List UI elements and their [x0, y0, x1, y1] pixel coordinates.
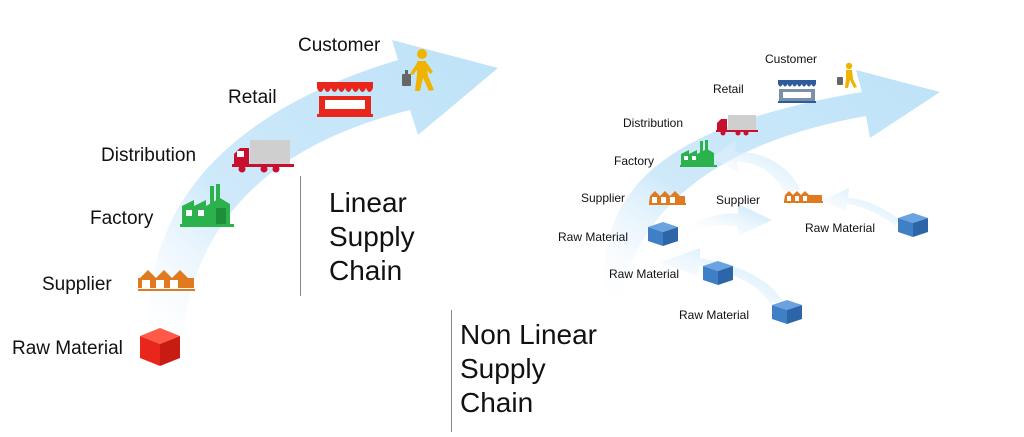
nonlinear-title-line-3: Chain: [460, 387, 534, 418]
raw-material-box-icon: [140, 328, 180, 366]
distribution-truck-icon: [232, 140, 294, 173]
nl-factory-icon: [680, 140, 717, 167]
nl-retail-store-icon: [778, 80, 816, 103]
nl-customer-walking-person-icon: [837, 62, 857, 88]
raw-material-label: Raw Material: [12, 338, 123, 359]
linear-divider: [300, 176, 301, 296]
raw-material-link-arrow: [660, 248, 782, 304]
raw-to-supplier-arrow: [690, 204, 772, 236]
factory-label: Factory: [90, 208, 154, 229]
nonlinear-title: Non Linear Supply Chain: [460, 318, 597, 420]
nl-distribution-label: Distribution: [623, 116, 684, 130]
nl-raw-material-c-label: Raw Material: [679, 308, 750, 322]
customer-walking-person-icon: [402, 49, 434, 91]
nl-raw-material-b-box-icon: [703, 261, 733, 285]
nl-raw-material-a-label: Raw Material: [558, 230, 629, 244]
nl-raw-material-c-box-icon: [772, 300, 802, 324]
nl-customer-label: Customer: [765, 52, 818, 66]
supplier-label: Supplier: [42, 274, 112, 295]
nl-supplier-b-label: Supplier: [716, 193, 761, 207]
nl-raw-material-d-box-icon: [898, 213, 928, 237]
nl-distribution-truck-icon: [716, 115, 758, 136]
nonlinear-divider: [451, 310, 452, 432]
nonlinear-title-line-1: Non Linear: [460, 319, 597, 350]
nl-supplier-a-warehouse-icon: [649, 191, 686, 205]
nl-retail-label: Retail: [713, 82, 744, 96]
supplier-to-factory-arrow: [712, 140, 800, 192]
supplier-warehouse-icon: [138, 270, 195, 291]
linear-title-line-2: Supply: [329, 221, 415, 252]
retail-store-icon: [317, 82, 373, 117]
nl-raw-material-a-box-icon: [648, 222, 678, 246]
raw-to-supplier-b-arrow: [822, 188, 900, 226]
nonlinear-main-flow-arrow: [604, 70, 940, 300]
retail-label: Retail: [228, 87, 277, 108]
linear-title: Linear Supply Chain: [329, 186, 415, 288]
customer-label: Customer: [298, 35, 381, 56]
nl-factory-label: Factory: [614, 154, 655, 168]
nl-supplier-b-warehouse-icon: [784, 191, 823, 203]
nonlinear-title-line-2: Supply: [460, 353, 546, 384]
linear-title-line-3: Chain: [329, 255, 403, 286]
nl-raw-material-d-label: Raw Material: [805, 221, 876, 235]
factory-icon: [180, 184, 234, 227]
nl-supplier-a-label: Supplier: [581, 191, 626, 205]
nl-raw-material-b-label: Raw Material: [609, 267, 680, 281]
distribution-label: Distribution: [101, 145, 197, 166]
linear-title-line-1: Linear: [329, 187, 407, 218]
